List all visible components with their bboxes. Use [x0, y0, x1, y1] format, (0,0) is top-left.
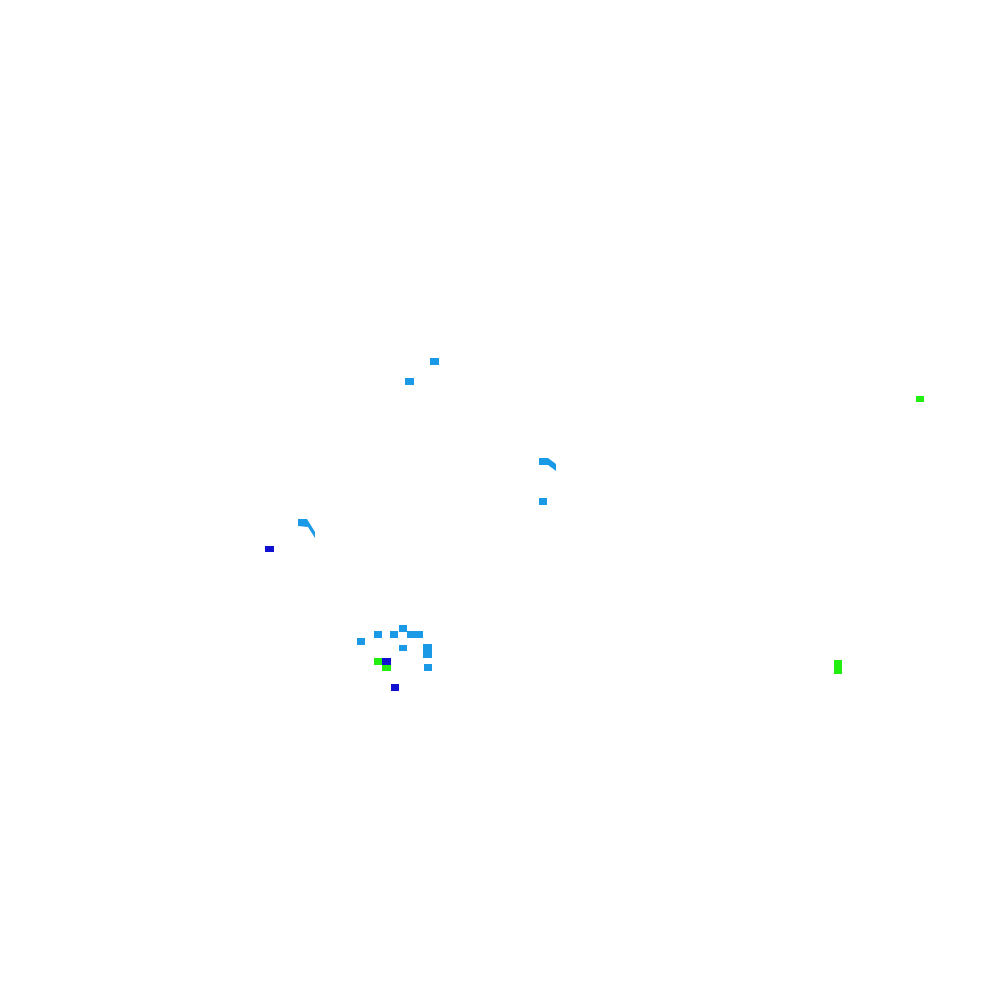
cell-light-blue [390, 631, 398, 638]
cell-light-blue [423, 644, 432, 658]
cell-light-blue [539, 498, 547, 505]
cell-dark-blue [382, 658, 391, 665]
cell-light-blue [399, 645, 407, 651]
cell-green [834, 660, 842, 674]
cell-light-blue [405, 378, 414, 385]
cell-light-blue [374, 631, 382, 638]
cell-light-blue [539, 458, 556, 471]
cell-green [916, 396, 924, 402]
cell-green [382, 665, 391, 671]
cell-light-blue [357, 638, 365, 645]
cell-light-blue [399, 625, 407, 632]
cell-green [374, 658, 382, 665]
cell-dark-blue [265, 546, 274, 552]
cell-light-blue [430, 358, 439, 365]
cell-light-blue [424, 664, 432, 671]
cell-light-blue [407, 631, 423, 638]
cell-light-blue [298, 519, 315, 538]
cell-dark-blue [391, 684, 399, 691]
